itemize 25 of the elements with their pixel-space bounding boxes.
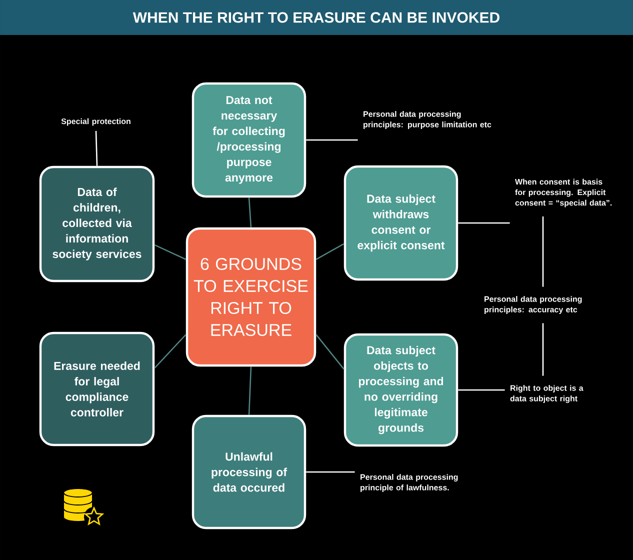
connector-line — [306, 139, 358, 141]
connector-line — [458, 389, 505, 391]
connector-line — [248, 198, 252, 228]
connector-line — [154, 334, 186, 368]
connector-line — [306, 471, 355, 473]
note-text: Personal data processing principle of lawfulness. — [360, 474, 458, 492]
note-text: Right to object is a data subject right — [510, 384, 584, 403]
ground-box: Data subject withdraws consent or explicit consent — [344, 165, 458, 281]
connector-line — [316, 334, 344, 370]
note-text: When consent is basis for processing. Explicit consent = “special data”. — [515, 178, 612, 208]
note-text: Personal data processing principles: purpose limitation etc — [364, 111, 492, 129]
ground-box: Data of children, collected via information society services — [39, 166, 155, 282]
connector-line — [458, 222, 510, 224]
connector-line — [154, 244, 186, 260]
connector-line — [248, 366, 252, 415]
title-bar: WHEN THE RIGHT TO ERASURE CAN BE INVOKED — [0, 0, 633, 35]
note-text: Special protection — [61, 118, 130, 126]
connector-line — [95, 130, 98, 166]
ground-box: Data subject objects to processing and no overriding legitimate grounds — [344, 333, 458, 447]
ground-box: Erasure needed for legal compliance controller — [39, 332, 155, 446]
ground-box: Unlawful processing of data occured — [192, 414, 306, 530]
center-box: 6 GROUNDS TO EXERCISE RIGHT TO ERASURE — [186, 227, 316, 367]
connector-line — [316, 243, 344, 260]
ground-box: Data not necessary for collecting /processing purpose anymore — [192, 82, 306, 198]
note-text: Personal data processing principles: accuracy etc — [484, 296, 582, 314]
